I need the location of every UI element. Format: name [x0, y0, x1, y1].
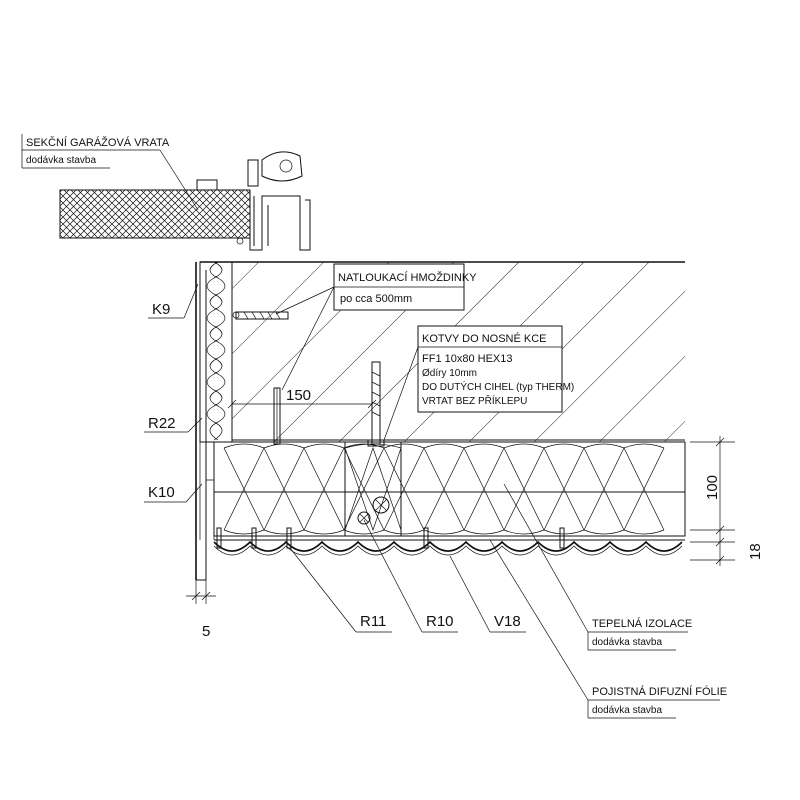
- garage-door-subtitle: dodávka stavba: [26, 155, 96, 166]
- dim-100-label: 100: [704, 475, 721, 500]
- tag-r11: R11: [289, 547, 392, 633]
- soffit-screw: [357, 496, 390, 525]
- svg-text:K10: K10: [148, 484, 175, 501]
- callout-structural-anchors: KOTVY DO NOSNÉ KCE FF1 10x80 HEX13 Ødíry…: [383, 325, 574, 441]
- dimension-150: 150: [227, 387, 377, 409]
- dowels-title: NATLOUKACÍ HMOŽDINKY: [338, 271, 477, 284]
- tag-r10: R10: [363, 519, 458, 633]
- dim-150-label: 150: [286, 387, 311, 404]
- dimension-right: 100 18: [690, 436, 764, 566]
- insulation-title: TEPELNÁ IZOLACE: [592, 617, 692, 630]
- wall-anchor: [273, 361, 385, 447]
- svg-text:V18: V18: [494, 613, 521, 630]
- dim-18-label: 18: [747, 543, 764, 560]
- svg-text:R10: R10: [426, 613, 454, 630]
- callout-garage-door: SEKČNÍ GARÁŽOVÁ VRATA dodávka stavba: [21, 134, 199, 211]
- svg-text:R11: R11: [360, 613, 386, 630]
- callout-diffusion-foil: POJISTNÁ DIFUZNÍ FÓLIE dodávka stavba: [489, 539, 727, 719]
- tag-k10: K10: [144, 483, 203, 503]
- svg-text:R22: R22: [148, 415, 176, 432]
- tag-k9: K9: [148, 283, 199, 319]
- garage-door-panel: [59, 189, 251, 239]
- door-frame-profile: [196, 151, 311, 251]
- dim-5-label: 5: [202, 623, 210, 640]
- callout-hammer-dowels: NATLOUKACÍ HMOŽDINKY po cca 500mm: [275, 263, 477, 391]
- dowels-subtitle: po cca 500mm: [340, 293, 412, 305]
- sheet-fastener: [216, 527, 565, 549]
- tag-r22: R22: [144, 415, 203, 433]
- foil-title: POJISTNÁ DIFUZNÍ FÓLIE: [592, 685, 727, 698]
- kotvy-line3: DO DUTÝCH CIHEL (typ THERM): [422, 380, 574, 393]
- tag-v18: V18: [449, 555, 526, 633]
- foil-subtitle: dodávka stavba: [592, 705, 662, 716]
- kotvy-title: KOTVY DO NOSNÉ KCE: [422, 332, 547, 345]
- insulation-subtitle: dodávka stavba: [592, 637, 662, 648]
- callout-thermal-insulation: TEPELNÁ IZOLACE dodávka stavba: [503, 483, 692, 651]
- garage-door-title: SEKČNÍ GARÁŽOVÁ VRATA: [26, 136, 170, 149]
- vertical-insulation: [199, 261, 233, 443]
- hammer-dowel: [232, 311, 289, 320]
- svg-text:K9: K9: [152, 301, 170, 318]
- kotvy-line1: FF1 10x80 HEX13: [422, 353, 513, 365]
- left-facing-profile: [195, 262, 215, 581]
- dimension-5: 5: [186, 580, 216, 640]
- kotvy-line4: VRTAT BEZ PŘÍKLEPU: [422, 394, 527, 407]
- soffit-insulation: [213, 441, 686, 541]
- kotvy-line2: Ødíry 10mm: [422, 368, 477, 379]
- corrugated-sheet: [213, 540, 683, 556]
